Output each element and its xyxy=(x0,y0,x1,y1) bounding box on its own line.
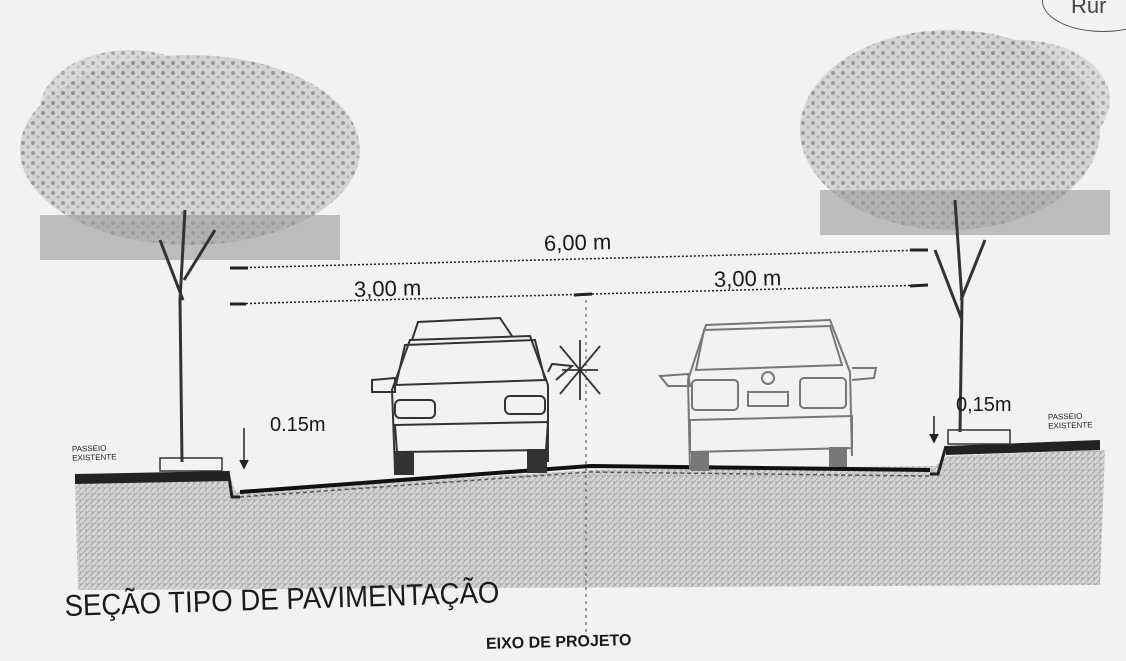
project-axis-label: EIXO DE PROJETO xyxy=(485,632,632,653)
right-sidewalk-label-line2: EXISTENTE xyxy=(1048,420,1093,431)
ground-section xyxy=(75,450,1105,590)
dimension-right-lane-label: 3,00 m xyxy=(713,265,782,292)
car-rear-icon xyxy=(658,318,878,471)
left-sidewalk-label-line2: EXISTENTE xyxy=(72,452,117,463)
right-curb xyxy=(930,445,948,476)
dimension-total xyxy=(229,248,929,270)
left-curb-height-label: 0.15m xyxy=(270,414,326,436)
dimension-total-label: 6,00 m xyxy=(543,229,612,256)
right-curb-block xyxy=(947,429,1011,445)
car-front-icon xyxy=(371,316,575,475)
dimension-left-lane xyxy=(229,292,593,306)
pavement-surface xyxy=(239,463,931,494)
dimension-left-lane-label: 3,00 m xyxy=(353,275,422,302)
tree-icon xyxy=(20,50,360,463)
stamp-text: Rur xyxy=(1071,0,1107,18)
tree-icon xyxy=(800,30,1110,433)
left-curb xyxy=(226,470,240,499)
right-sidewalk xyxy=(946,440,1100,455)
left-sidewalk-label: PASSEIO EXISTENTE xyxy=(72,443,117,463)
dimension-right-lane xyxy=(591,283,929,295)
right-curb-height-marker xyxy=(929,416,939,444)
pavement-base xyxy=(239,471,931,498)
right-curb-height-label: 0,15m xyxy=(956,394,1012,416)
axis-star-icon xyxy=(559,340,601,400)
left-curb-height-marker xyxy=(239,428,249,470)
left-curb-block xyxy=(159,457,223,472)
right-sidewalk-label: PASSEIO EXISTENTE xyxy=(1048,411,1093,431)
left-sidewalk xyxy=(75,471,228,484)
